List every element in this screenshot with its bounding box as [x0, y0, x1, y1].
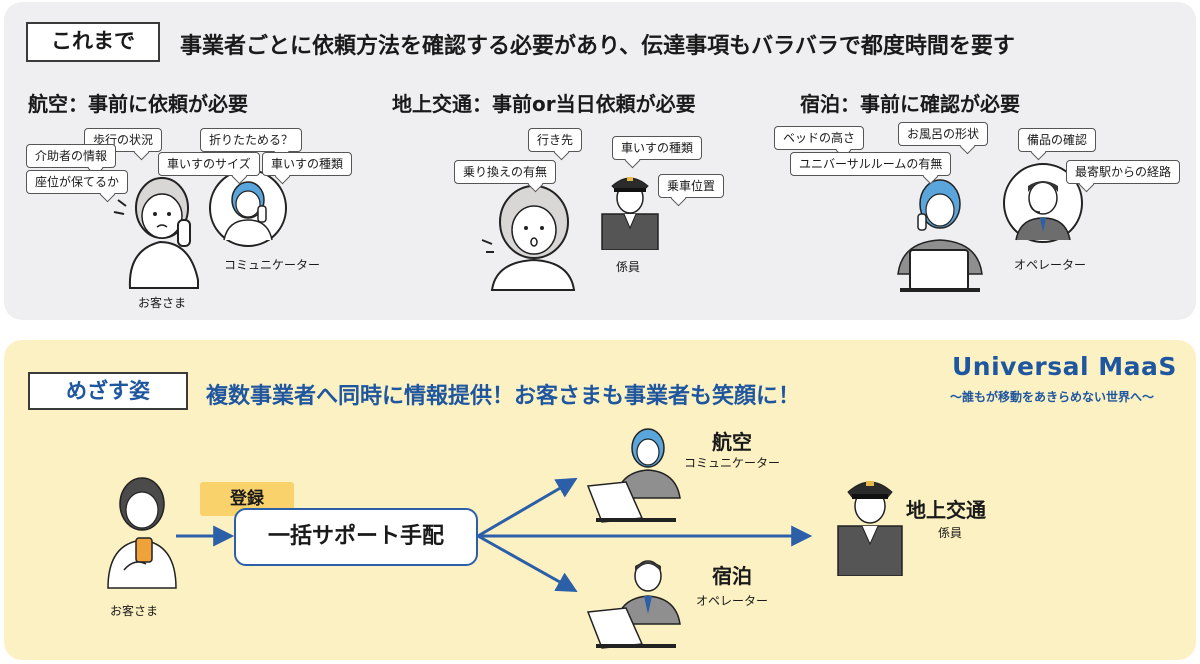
bubble-bed-height: ベッドの高さ: [774, 126, 865, 150]
bubble-transfer: 乗り換えの有無: [454, 160, 557, 184]
bubble-foldable: 折りたためる？: [200, 128, 303, 152]
brand-logo: Universal MaaS: [952, 352, 1177, 381]
bubble-sitting: 座位が保てるか: [26, 170, 129, 194]
worried-customer-illustration: [113, 177, 199, 289]
bulk-support-box: 一括サポート手配: [234, 508, 478, 566]
air-staff-label: コミュニケーター: [224, 258, 321, 272]
ground-staff-goal-illustration: [837, 481, 903, 576]
bubble-wheelchair-size: 車いすのサイズ: [158, 152, 260, 176]
bubble-bath-shape: お風呂の形状: [898, 122, 989, 146]
target-lodging-role: オペレーター: [696, 594, 769, 608]
lodging-operator-illustration: [586, 560, 681, 649]
flow-arrows: [176, 477, 813, 593]
communicator-illustration: [209, 169, 287, 247]
lodging-staff-label: オペレーター: [1014, 258, 1087, 272]
target-ground-role: 係員: [938, 526, 963, 540]
bubble-boarding-position: 乗車位置: [658, 174, 725, 198]
station-staff-illustration: [601, 177, 659, 250]
operator-laptop-illustration: [897, 179, 983, 292]
current-state-headline: 事業者ごとに依頼方法を確認する必要があり、伝達事項もバラバラで都度時間を要す: [180, 34, 1015, 59]
customer-phone-illustration: [107, 477, 177, 589]
brand-tagline: ～誰もが移動をあきらめない世界へ～: [950, 390, 1155, 404]
lodging-title: 宿泊：事前に確認が必要: [800, 92, 1020, 116]
bubble-wheelchair-type: 車いすの種類: [262, 152, 353, 176]
ground-title: 地上交通：事前or当日依頼が必要: [392, 92, 696, 116]
ground-staff-label: 係員: [616, 260, 641, 274]
air-customer-label: お客さま: [138, 296, 187, 310]
goal-headline: 複数事業者へ同時に情報提供！お客さまも事業者も笑顔に！: [206, 384, 801, 409]
air-title: 航空：事前に依頼が必要: [28, 92, 248, 116]
target-air-name: 航空: [712, 430, 752, 454]
current-state-tag: これまで: [26, 22, 160, 62]
bubble-ground-wheelchair-type: 車いすの種類: [612, 136, 703, 160]
target-ground-name: 地上交通: [906, 498, 986, 522]
goal-tag: めざす姿: [28, 372, 188, 410]
bubble-destination: 行き先: [528, 128, 583, 152]
surprised-customer-illustration: [481, 185, 576, 291]
air-communicator-illustration: [586, 428, 681, 523]
operator-headset-illustration: [1003, 163, 1083, 243]
goal-customer-label: お客さま: [110, 604, 159, 618]
target-lodging-name: 宿泊: [712, 564, 752, 588]
target-air-role: コミュニケーター: [684, 456, 781, 470]
bubble-equipment: 備品の確認: [1018, 128, 1097, 152]
bubble-universal-room: ユニバーサルルームの有無: [790, 152, 952, 176]
bubble-route: 最寄駅からの経路: [1066, 160, 1181, 184]
bubble-caregiver: 介助者の情報: [26, 144, 117, 168]
